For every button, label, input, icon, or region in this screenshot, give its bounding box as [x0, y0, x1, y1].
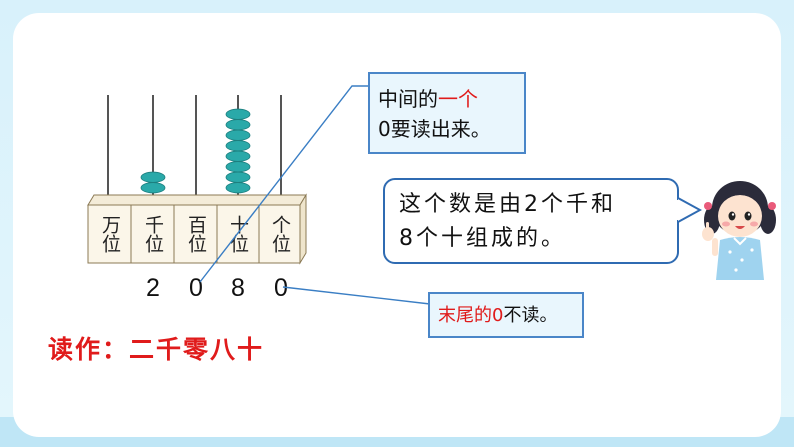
place-label-ge: 个位: [260, 206, 300, 262]
speech-line2: 8个十组成的。: [399, 222, 663, 256]
abacus-bead: [226, 141, 250, 151]
cartoon-girl-icon: [698, 168, 780, 280]
place-label-qian: 千位: [133, 206, 173, 262]
emphasis-one: 一个: [438, 87, 478, 111]
speech-bubble-girl: 这个数是由2个千和 8个十组成的。: [383, 178, 679, 264]
abacus-bead: [226, 109, 250, 119]
reading-answer: 读作：二千零八十: [48, 330, 264, 366]
callout-middle-zero-line1: 中间的一个: [378, 84, 516, 114]
abacus-bead: [226, 151, 250, 161]
callout-middle-zero-line2: 0要读出来。: [378, 114, 516, 144]
place-label-wan: 万位: [90, 206, 130, 262]
callout-end-zero: 末尾的0不读。: [428, 292, 584, 338]
place-label-shi: 十位: [218, 206, 258, 262]
place-label-bai: 百位: [176, 206, 216, 262]
callout-middle-zero: 中间的一个 0要读出来。: [368, 72, 526, 154]
digit-thousands: 2: [138, 274, 168, 303]
abacus-bead: [141, 183, 165, 193]
emphasis-end-zero: 末尾的0: [438, 305, 503, 326]
abacus-base-top: [88, 195, 306, 205]
digit-ones: 0: [266, 274, 296, 303]
abacus-bead: [141, 172, 165, 182]
abacus-bead: [226, 162, 250, 172]
abacus-bead: [226, 130, 250, 140]
speech-line1: 这个数是由2个千和: [399, 188, 663, 222]
abacus-bead: [226, 120, 250, 130]
digit-hundreds: 0: [181, 274, 211, 303]
abacus-bead: [226, 183, 250, 193]
abacus-bead: [226, 172, 250, 182]
digit-tens: 8: [223, 274, 253, 303]
